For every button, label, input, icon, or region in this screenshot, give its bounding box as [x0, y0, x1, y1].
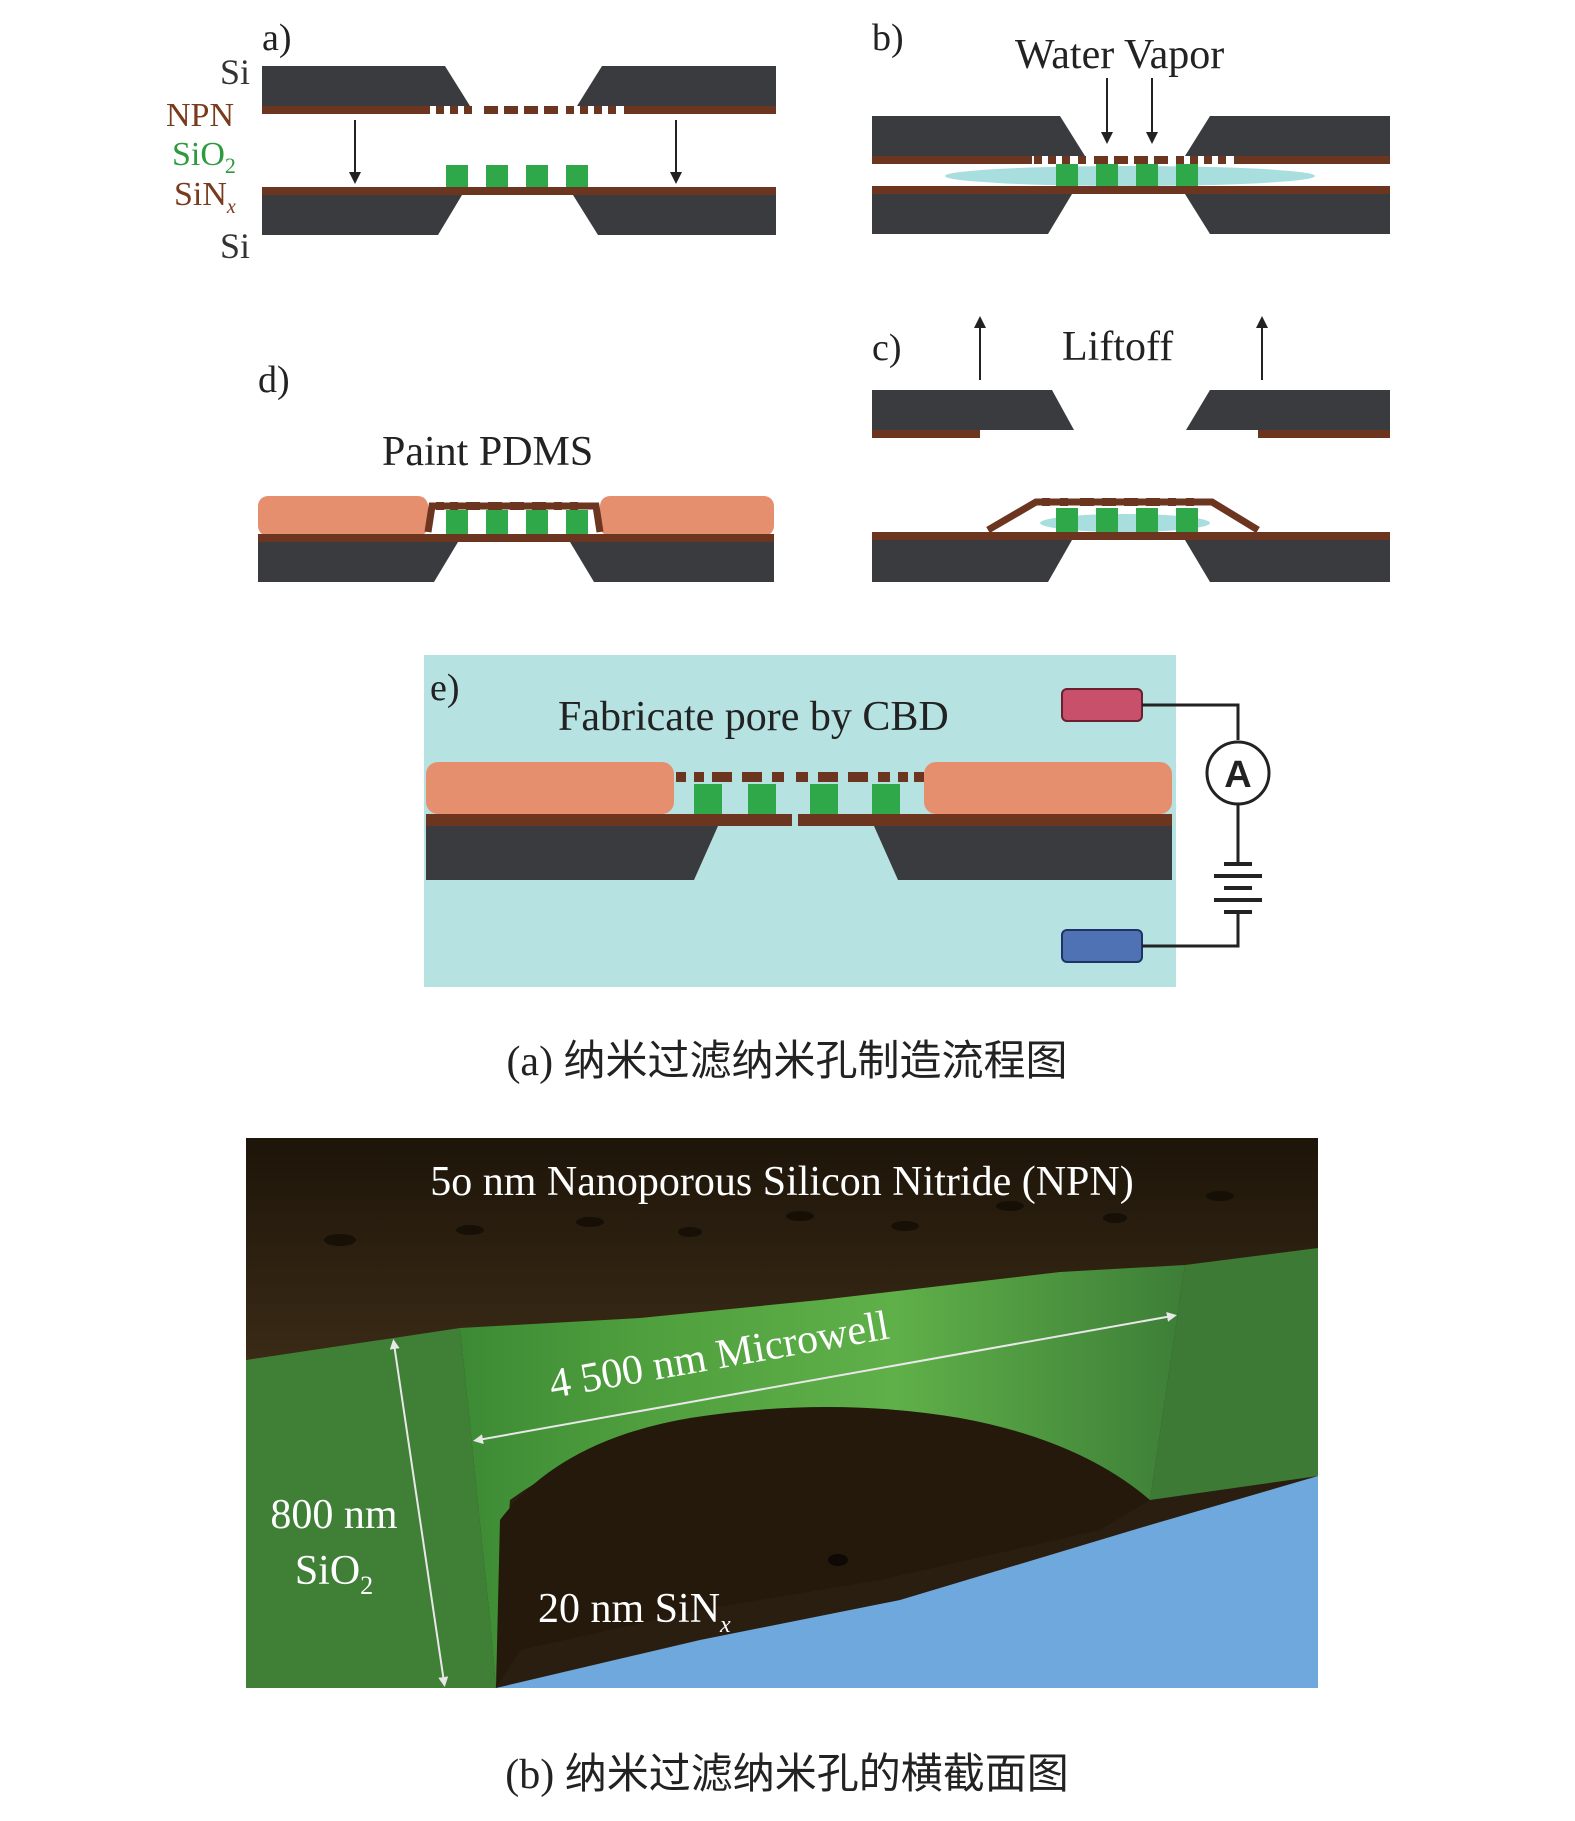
npn-membrane-right: [1234, 156, 1390, 164]
npn-remnant-right: [1258, 430, 1390, 438]
si-chip: [426, 826, 1172, 880]
sio2-posts: [1056, 508, 1198, 532]
panel-a-label: a): [262, 17, 292, 59]
sinx-membrane-left: [426, 814, 792, 826]
sio2-dimension-arrow: [389, 1339, 449, 1687]
sinx-base: SiN: [174, 176, 227, 213]
si-top-chip-lifted: [872, 390, 1390, 430]
sinx-label: 20 nm SiNx: [538, 1586, 731, 1638]
nanopore-hole: [828, 1554, 848, 1566]
npn-label: 5o nm Nanoporous Silicon Nitride (NPN): [430, 1159, 1133, 1205]
npn-membrane-left: [872, 156, 1032, 164]
layer-label-npn: NPN: [166, 97, 234, 134]
sinx-membrane: [872, 186, 1390, 194]
sinx-label-base: 20 nm SiN: [538, 1586, 720, 1632]
sio2-base: SiO: [172, 136, 225, 173]
caption-b: (b) 纳米过滤纳米孔的横截面图: [505, 1752, 1068, 1798]
electrode-top: [1061, 688, 1143, 722]
sio2-sub: 2: [225, 153, 236, 178]
sinx-sub: x: [226, 196, 236, 218]
sio2-posts: [1056, 164, 1198, 186]
sio2-posts: [446, 165, 588, 187]
panel-e-label: e): [430, 667, 460, 709]
si-top-chip-left: [262, 66, 470, 106]
sinx-label-sub: x: [719, 1612, 731, 1638]
sio2-wall-right: [1150, 1248, 1318, 1500]
sio2-posts: [446, 510, 588, 534]
sio2-label-line1: 800 nm: [270, 1492, 398, 1538]
sio2-label-line2: SiO2: [295, 1548, 373, 1600]
si-top-chip: [872, 116, 1390, 156]
circuit-wire: [1142, 703, 1240, 740]
panel-d-title: Paint PDMS: [382, 429, 593, 475]
panel-b: b) Water Vapor: [872, 17, 1390, 234]
ammeter-symbol: A: [1224, 754, 1251, 796]
layer-label-sio2: SiO2: [172, 136, 236, 178]
layer-label-sinx: SiNx: [174, 176, 236, 218]
pdms-right: [600, 496, 774, 536]
layer-label-si-top: Si: [220, 52, 250, 92]
npn-membrane-right: [624, 106, 776, 114]
sio2-label-base: SiO: [295, 1548, 360, 1594]
battery-icon: [1214, 862, 1262, 914]
sio2-posts: [694, 784, 900, 814]
pdms-left: [426, 762, 674, 814]
npn-pores: [1034, 156, 1226, 164]
microwell-dimension-arrow: [473, 1311, 1177, 1445]
sinx-membrane: [872, 532, 1390, 540]
sinx-membrane: [262, 187, 776, 195]
water-film: [1040, 514, 1210, 532]
circuit-wire-bottom: [1142, 914, 1240, 948]
npn-pores: [1042, 498, 1194, 506]
sinx-membrane: [258, 534, 774, 542]
panel-d-label: d): [258, 359, 290, 401]
npn-pores: [422, 106, 616, 114]
panel-e: e) Fabricate pore by CBD A: [424, 655, 1271, 987]
panel-e-title: Fabricate pore by CBD: [558, 694, 949, 740]
si-bottom-chip: [872, 194, 1390, 234]
si-bottom-chip: [258, 542, 774, 582]
pdms-right: [924, 762, 1172, 814]
microwell-cavity: [496, 1407, 1150, 1688]
sio2-label-sub: 2: [360, 1571, 373, 1600]
electrode-bottom: [1061, 929, 1143, 963]
panel-c-title: Liftoff: [1062, 324, 1173, 370]
panel-b-label: b): [872, 17, 904, 59]
water-film: [945, 166, 1315, 186]
npn-pore-holes: [324, 1191, 1234, 1246]
panel-a: a) Si NPN SiO2 SiNx Si: [166, 17, 776, 266]
panel-d: d) Paint PDMS: [258, 359, 774, 582]
cross-section-image: 5o nm Nanoporous Silicon Nitride (NPN) 4…: [246, 1138, 1318, 1688]
npn-pores: [436, 502, 578, 510]
npn-membrane-left: [262, 106, 422, 114]
npn-pores: [676, 772, 924, 782]
caption-a: (a) 纳米过滤纳米孔制造流程图: [506, 1039, 1067, 1085]
si-top-chip-right: [577, 66, 776, 106]
pdms-left: [258, 496, 428, 536]
sinx-membrane-right: [798, 814, 1172, 826]
si-bottom-chip: [872, 540, 1390, 582]
panel-b-title: Water Vapor: [1015, 32, 1224, 78]
panel-c: c) Liftoff: [872, 316, 1390, 582]
npn-remnant-left: [872, 430, 980, 438]
npn-layer: [246, 1138, 1318, 1360]
nanopore: [792, 814, 798, 826]
panel-c-label: c): [872, 327, 902, 369]
layer-label-si-bottom: Si: [220, 226, 250, 266]
sinx-substrate: [496, 1476, 1318, 1688]
si-bottom-chip: [262, 195, 776, 235]
